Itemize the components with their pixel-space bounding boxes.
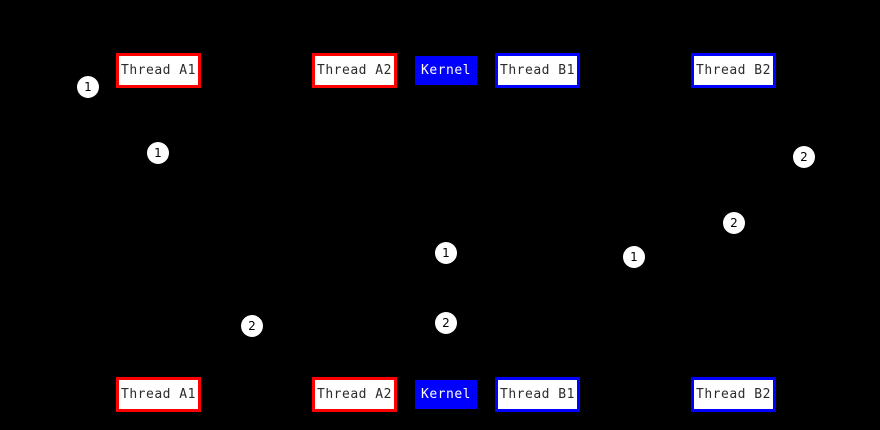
participant-label: Thread B1 — [500, 63, 575, 78]
sequence-badge-number: 2 — [800, 150, 808, 164]
participant-thread-b2-bottom[interactable]: Thread B2 — [691, 377, 776, 412]
sequence-badge-number: 1 — [630, 250, 638, 264]
message-arrowhead-3 — [531, 251, 538, 259]
sequence-badge-number: 1 — [442, 246, 450, 260]
lifeline-thread-a1 — [158, 88, 159, 377]
message-arrow-2 — [446, 225, 734, 226]
participant-label: Thread B2 — [696, 63, 771, 78]
sequence-badge: 1 — [623, 246, 645, 268]
message-arrow-3 — [446, 255, 538, 256]
participant-thread-b2-top[interactable]: Thread B2 — [691, 53, 776, 88]
message-arrowhead-1 — [439, 151, 446, 159]
lifeline-kernel — [446, 85, 447, 380]
participant-kernel-bottom[interactable]: Kernel — [415, 380, 477, 409]
sequence-badge: 2 — [241, 315, 263, 337]
participant-label: Thread B2 — [696, 387, 771, 402]
sequence-badge: 2 — [435, 312, 457, 334]
participant-label: Thread A2 — [317, 63, 392, 78]
participant-thread-a1-top[interactable]: Thread A1 — [116, 53, 201, 88]
participant-label: Thread A2 — [317, 387, 392, 402]
message-arrowhead-4 — [355, 321, 362, 329]
sequence-badge-number: 2 — [730, 216, 738, 230]
participant-kernel-top[interactable]: Kernel — [415, 56, 477, 85]
sequence-badge: 1 — [147, 142, 169, 164]
lifeline-stub-a1-bottom — [157, 375, 160, 378]
sequence-badge: 1 — [77, 76, 99, 98]
sequence-badge: 2 — [723, 212, 745, 234]
participant-label: Kernel — [421, 63, 471, 78]
participant-label: Thread B1 — [500, 387, 575, 402]
lifeline-thread-a2 — [355, 88, 356, 377]
participant-label: Thread A1 — [121, 63, 196, 78]
lifeline-stub-a2-bottom — [354, 375, 357, 378]
sequence-badge: 1 — [435, 242, 457, 264]
participant-thread-b1-bottom[interactable]: Thread B1 — [495, 377, 580, 412]
participant-label: Thread A1 — [121, 387, 196, 402]
message-arrow-1 — [158, 155, 446, 156]
participant-thread-a2-bottom[interactable]: Thread A2 — [312, 377, 397, 412]
participant-thread-b1-top[interactable]: Thread B1 — [495, 53, 580, 88]
sequence-badge-number: 1 — [154, 146, 162, 160]
lifeline-stub-b1-bottom — [537, 375, 540, 378]
message-arrow-4 — [355, 325, 446, 326]
lifeline-stub-b2-bottom — [733, 375, 736, 378]
lifeline-thread-b1 — [538, 88, 539, 377]
sequence-badge-number: 1 — [84, 80, 92, 94]
sequence-badge-number: 2 — [442, 316, 450, 330]
participant-thread-a2-top[interactable]: Thread A2 — [312, 53, 397, 88]
participant-thread-a1-bottom[interactable]: Thread A1 — [116, 377, 201, 412]
message-arrowhead-2 — [446, 221, 453, 229]
participant-label: Kernel — [421, 387, 471, 402]
sequence-badge-number: 2 — [248, 319, 256, 333]
sequence-badge: 2 — [793, 146, 815, 168]
